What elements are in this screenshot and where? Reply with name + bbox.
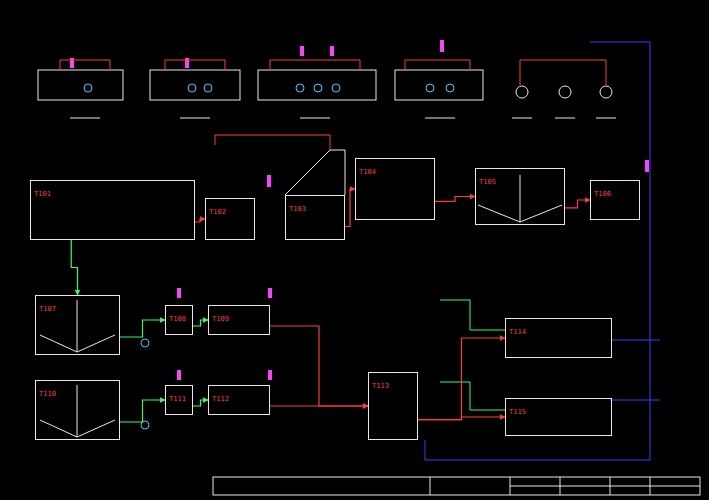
equipment-box: T107 [35,295,120,355]
pipe-line [120,400,165,422]
pipe-line [195,219,205,222]
tag-number: T102 [207,208,228,216]
pipe-line [193,400,208,406]
tag-number: T113 [370,382,391,390]
equipment-box: T109 [208,305,270,335]
equipment-box: T101 [30,180,195,240]
equipment-box: T106 [590,180,640,220]
pipe-line [418,417,505,420]
tag-number: T104 [357,168,378,176]
equipment-box: T111 [165,385,193,415]
pipe-line [345,189,355,227]
equipment-box: T102 [205,198,255,240]
equipment-box: T110 [35,380,120,440]
equipment-box: T108 [165,305,193,335]
equipment-box: T113 [368,372,418,440]
tag-number: T106 [592,190,613,198]
equipment-box: T104 [355,158,435,220]
pipe-line [193,320,208,326]
tag-number: T101 [32,190,53,198]
pipe-line [270,405,368,406]
tag-number: T109 [210,315,231,323]
pipe-line [120,320,165,337]
tag-number: T112 [210,395,231,403]
equipment-box: T115 [505,398,612,436]
pipe-line [435,197,475,202]
tag-number: T110 [37,390,58,398]
pipe-line [418,338,505,420]
pipe-line [71,240,77,295]
pipe-line [270,326,368,406]
tag-number: T108 [167,315,188,323]
tag-number: T114 [507,328,528,336]
tag-number: T111 [167,395,188,403]
tag-number: T107 [37,305,58,313]
tag-number: T115 [507,408,528,416]
tag-number: T105 [477,178,498,186]
pipe-line [565,200,590,208]
equipment-box: T103 [285,195,345,240]
equipment-box: T114 [505,318,612,358]
equipment-box: T112 [208,385,270,415]
equipment-box: T105 [475,168,565,225]
tag-number: T103 [287,205,308,213]
